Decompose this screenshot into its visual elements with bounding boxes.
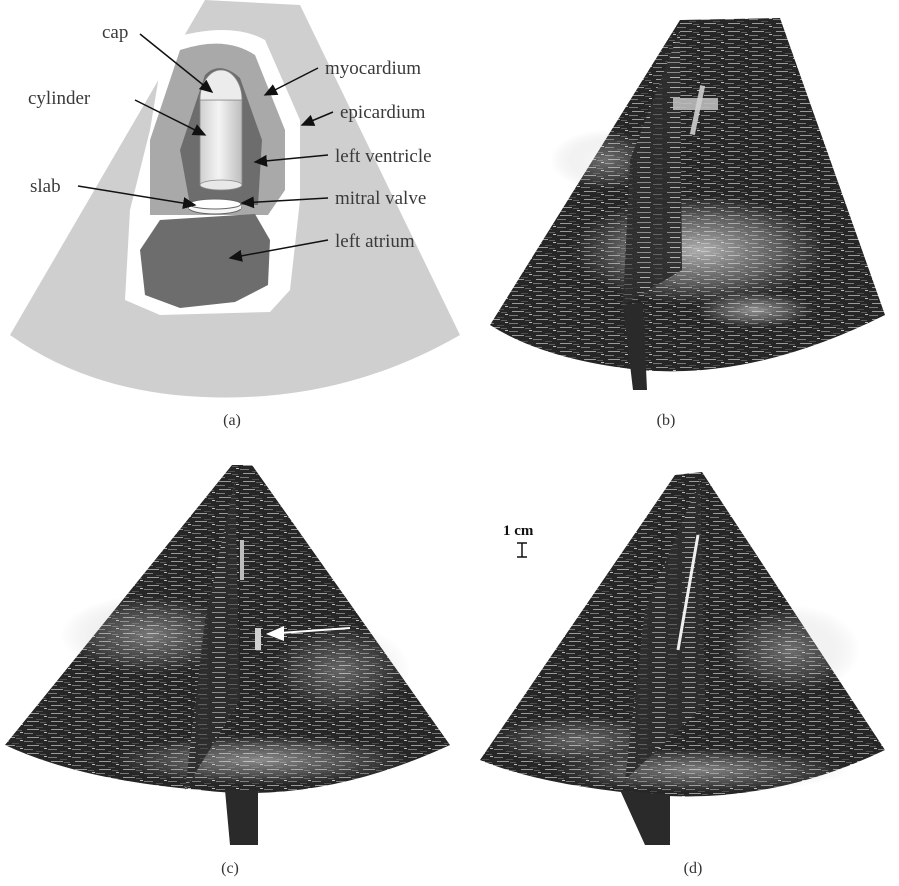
label-epicardium: epicardium [340,102,426,123]
panel-c [0,460,460,855]
scale-bar [514,541,530,561]
panel-a-diagram: cap cylinder slab myocardium epicardium … [0,0,470,400]
caption-d: (d) [663,860,723,878]
panel-b [485,10,895,405]
left-atrium-region [140,214,270,308]
caption-a: (a) [202,412,262,430]
label-slab: slab [30,176,61,197]
panel-d [470,460,895,855]
caption-b: (b) [636,412,696,430]
scale-label: 1 cm [503,523,533,540]
panel-b-ultrasound [485,10,895,405]
cylinder-shape [200,100,242,185]
panel-c-ultrasound [0,460,460,855]
panel-a: cap cylinder slab myocardium epicardium … [0,0,470,400]
label-myocardium: myocardium [325,58,421,79]
label-cap: cap [102,22,128,43]
panel-d-ultrasound [470,460,895,855]
label-mitral-valve: mitral valve [335,188,426,209]
label-left-atrium: left atrium [335,231,415,252]
label-left-ventricle: left ventricle [335,146,432,167]
label-cylinder: cylinder [28,88,91,109]
caption-c: (c) [200,860,260,878]
